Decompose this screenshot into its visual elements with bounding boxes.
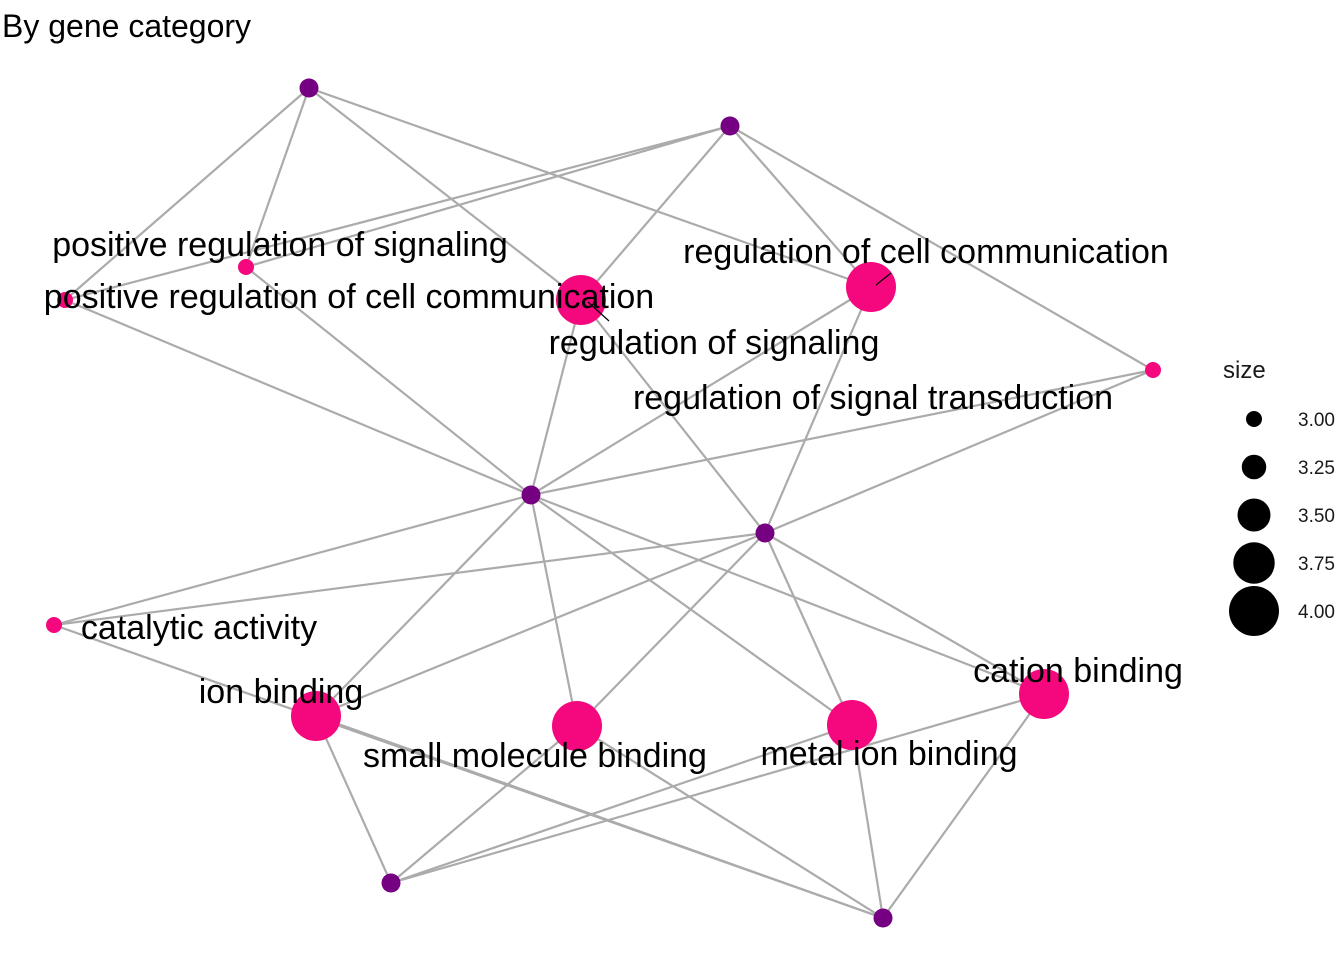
plot-title: By gene category (2, 8, 252, 44)
legend-key-3-75 (1233, 542, 1275, 584)
label-positive-regulation-of-signaling: positive regulation of signaling (52, 226, 508, 264)
edge-g2-to-regulation-of-cell-communication (729, 125, 872, 288)
legend-key-3-25 (1241, 454, 1267, 480)
gene-node-g5 (381, 873, 401, 893)
label-leader-regulation-of-signaling (587, 301, 610, 322)
edge-g5-to-metal-ion-binding (390, 723, 853, 885)
edge-g5-to-ion-binding (314, 715, 393, 884)
labels-layer: positive regulation of signaling positive… (44, 226, 1183, 775)
gene-node-g3 (521, 485, 541, 505)
label-cation-binding: cation binding (973, 652, 1183, 690)
label-small-molecule-binding: small molecule binding (363, 737, 707, 775)
gene-node-g6 (873, 908, 893, 928)
edge-g3-to-regulation-of-signal-transduction (530, 368, 1154, 497)
edge-g4-to-catalytic-activity (53, 531, 766, 627)
category-node-catalytic-activity (46, 617, 62, 633)
gene-node-g2 (720, 116, 740, 136)
edge-g4-to-regulation-of-signal-transduction (764, 368, 1154, 535)
label-ion-binding: ion binding (199, 673, 363, 711)
legend-label-3-00: 3.00 (1298, 410, 1335, 431)
category-node-ion-binding (291, 691, 341, 741)
category-node-cation-binding (1019, 669, 1069, 719)
edge-g1-to-positive-regulation-of-signaling (244, 87, 311, 268)
edge-g1-to-regulation-of-signaling (308, 87, 582, 301)
edge-g6-to-small-molecule-binding (576, 725, 884, 919)
edge-g4-to-ion-binding (315, 531, 766, 718)
legend-label-4-00: 4.00 (1298, 602, 1335, 623)
gene-node-g4 (755, 523, 775, 543)
edge-g3-to-positive-regulation-of-cell-communication (64, 298, 532, 497)
edge-g5-to-small-molecule-binding (390, 725, 578, 884)
label-regulation-of-cell-communication: regulation of cell communication (683, 233, 1169, 271)
legend-key-3-00 (1246, 411, 1262, 427)
edge-g3-to-catalytic-activity (53, 493, 532, 627)
category-node-positive-regulation-of-signaling (238, 259, 254, 275)
category-node-regulation-of-cell-communication (846, 262, 896, 312)
edge-g3-to-regulation-of-cell-communication (530, 286, 872, 496)
legend-label-3-75: 3.75 (1298, 554, 1335, 575)
label-catalytic-activity: catalytic activity (81, 609, 317, 647)
edge-g4-to-small-molecule-binding (576, 532, 766, 727)
edge-g3-to-ion-binding (315, 494, 532, 717)
legend-title: size (1223, 357, 1266, 384)
category-node-metal-ion-binding (827, 700, 877, 750)
label-metal-ion-binding: metal ion binding (760, 735, 1017, 773)
legend-label-3-25: 3.25 (1298, 458, 1335, 479)
edges-layer (53, 86, 1154, 920)
edge-g2-to-regulation-of-signaling (580, 125, 731, 301)
category-node-regulation-of-signaling (556, 275, 606, 325)
edge-g1-to-positive-regulation-of-cell-communication (64, 87, 310, 301)
edge-g4-to-regulation-of-cell-communication (763, 286, 873, 534)
label-regulation-of-signal-transduction: regulation of signal transduction (633, 379, 1113, 417)
nodes-layer (46, 78, 1161, 928)
edge-g4-to-cation-binding (764, 532, 1045, 695)
category-node-positive-regulation-of-cell-communication (57, 292, 73, 308)
edge-g4-to-metal-ion-binding (763, 532, 854, 726)
edge-g4-to-regulation-of-signaling (580, 299, 766, 534)
label-regulation-of-signaling: regulation of signaling (549, 324, 880, 362)
edge-g2-to-positive-regulation-of-cell-communication (64, 124, 731, 302)
edge-g3-to-positive-regulation-of-signaling (245, 266, 532, 496)
label-positive-regulation-of-cell-communication: positive regulation of cell communicatio… (44, 278, 654, 316)
label-leader-regulation-of-cell-communication (875, 272, 892, 286)
edge-g2-to-regulation-of-signal-transduction (729, 125, 1154, 371)
category-node-small-molecule-binding (552, 701, 602, 751)
edge-g2-to-positive-regulation-of-signaling (245, 124, 731, 269)
category-node-regulation-of-signal-transduction (1145, 362, 1161, 378)
edge-g6-to-cation-binding (882, 693, 1045, 919)
edge-g3-to-small-molecule-binding (529, 494, 579, 727)
edge-g6-to-metal-ion-binding (850, 724, 885, 919)
edge-g3-to-cation-binding (530, 493, 1045, 696)
legend-key-4-00 (1229, 586, 1279, 636)
gene-node-g1 (299, 78, 319, 98)
legend-label-3-50: 3.50 (1298, 506, 1335, 527)
edge-g6-to-ion-binding (315, 714, 884, 920)
edge-g5-to-cation-binding (390, 692, 1045, 885)
edge-g1-to-regulation-of-cell-communication (308, 86, 872, 289)
edge-g3-to-regulation-of-signaling (529, 299, 583, 496)
size-legend: size 3.00 3.25 3.50 3.75 4.00 (1223, 357, 1335, 636)
legend-key-3-50 (1237, 498, 1271, 532)
